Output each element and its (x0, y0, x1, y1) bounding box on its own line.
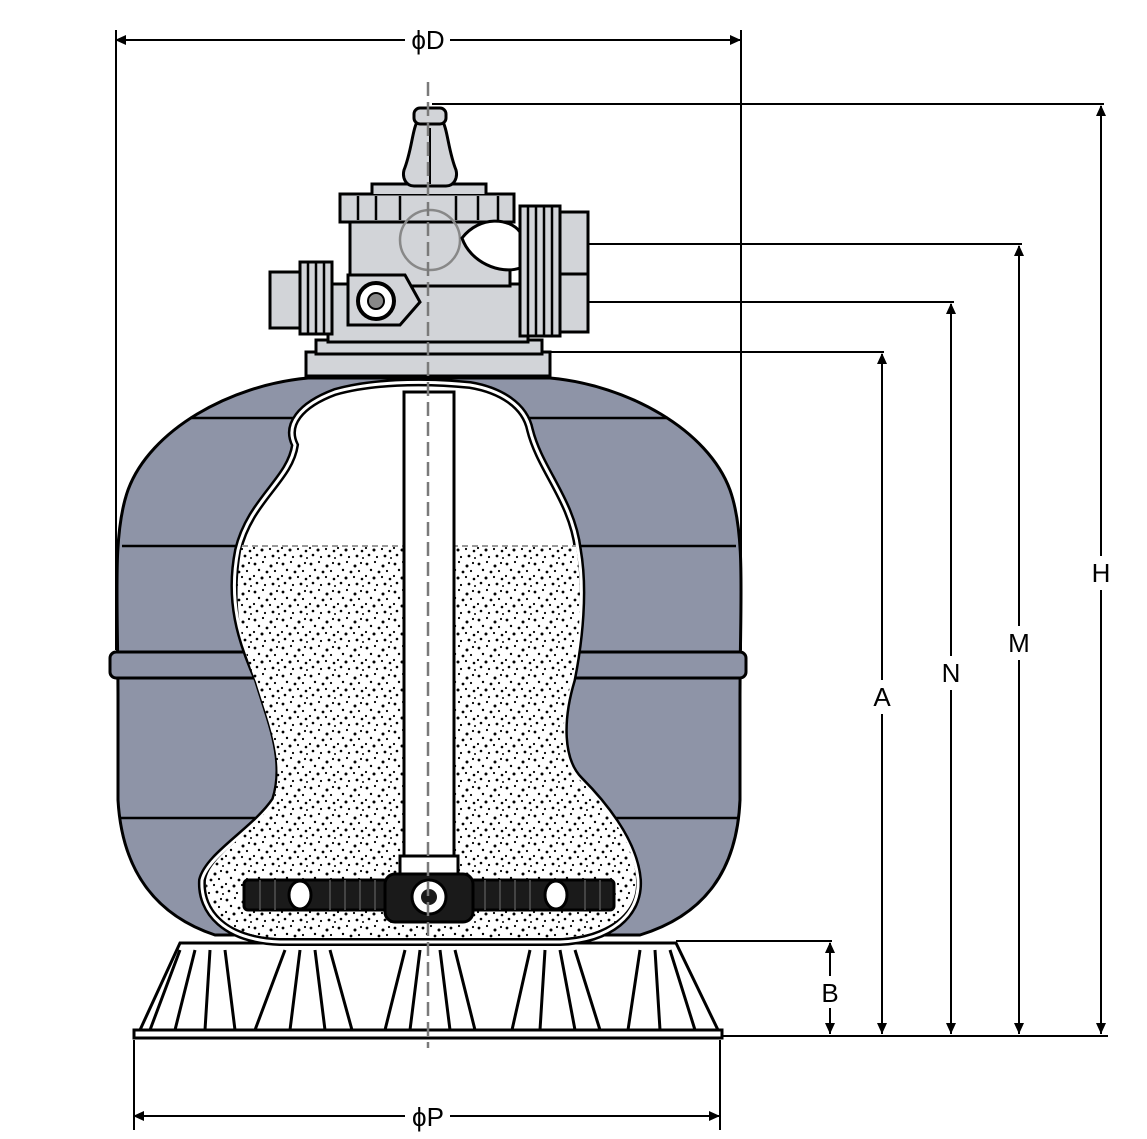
label-A: A (873, 682, 891, 712)
dimension-A: A (873, 353, 891, 1034)
union-right (518, 204, 562, 338)
dimension-P: ϕP (133, 1102, 720, 1132)
dimension-N: N (942, 303, 961, 1034)
dimension-H: H (1092, 105, 1111, 1034)
dimension-M: M (1008, 245, 1030, 1034)
label-B: B (821, 978, 838, 1008)
tank-cutaway (197, 378, 643, 946)
label-M: M (1008, 628, 1030, 658)
label-H: H (1092, 558, 1111, 588)
lower-port (558, 272, 590, 334)
label-D: ϕD (411, 25, 444, 55)
label-P: ϕP (412, 1102, 444, 1132)
left-port (268, 270, 302, 330)
dimension-D: ϕD (115, 25, 741, 55)
upper-port (558, 210, 590, 276)
lateral-manifold-icon (242, 872, 616, 924)
dimension-B: B (821, 942, 839, 1034)
label-N: N (942, 658, 961, 688)
